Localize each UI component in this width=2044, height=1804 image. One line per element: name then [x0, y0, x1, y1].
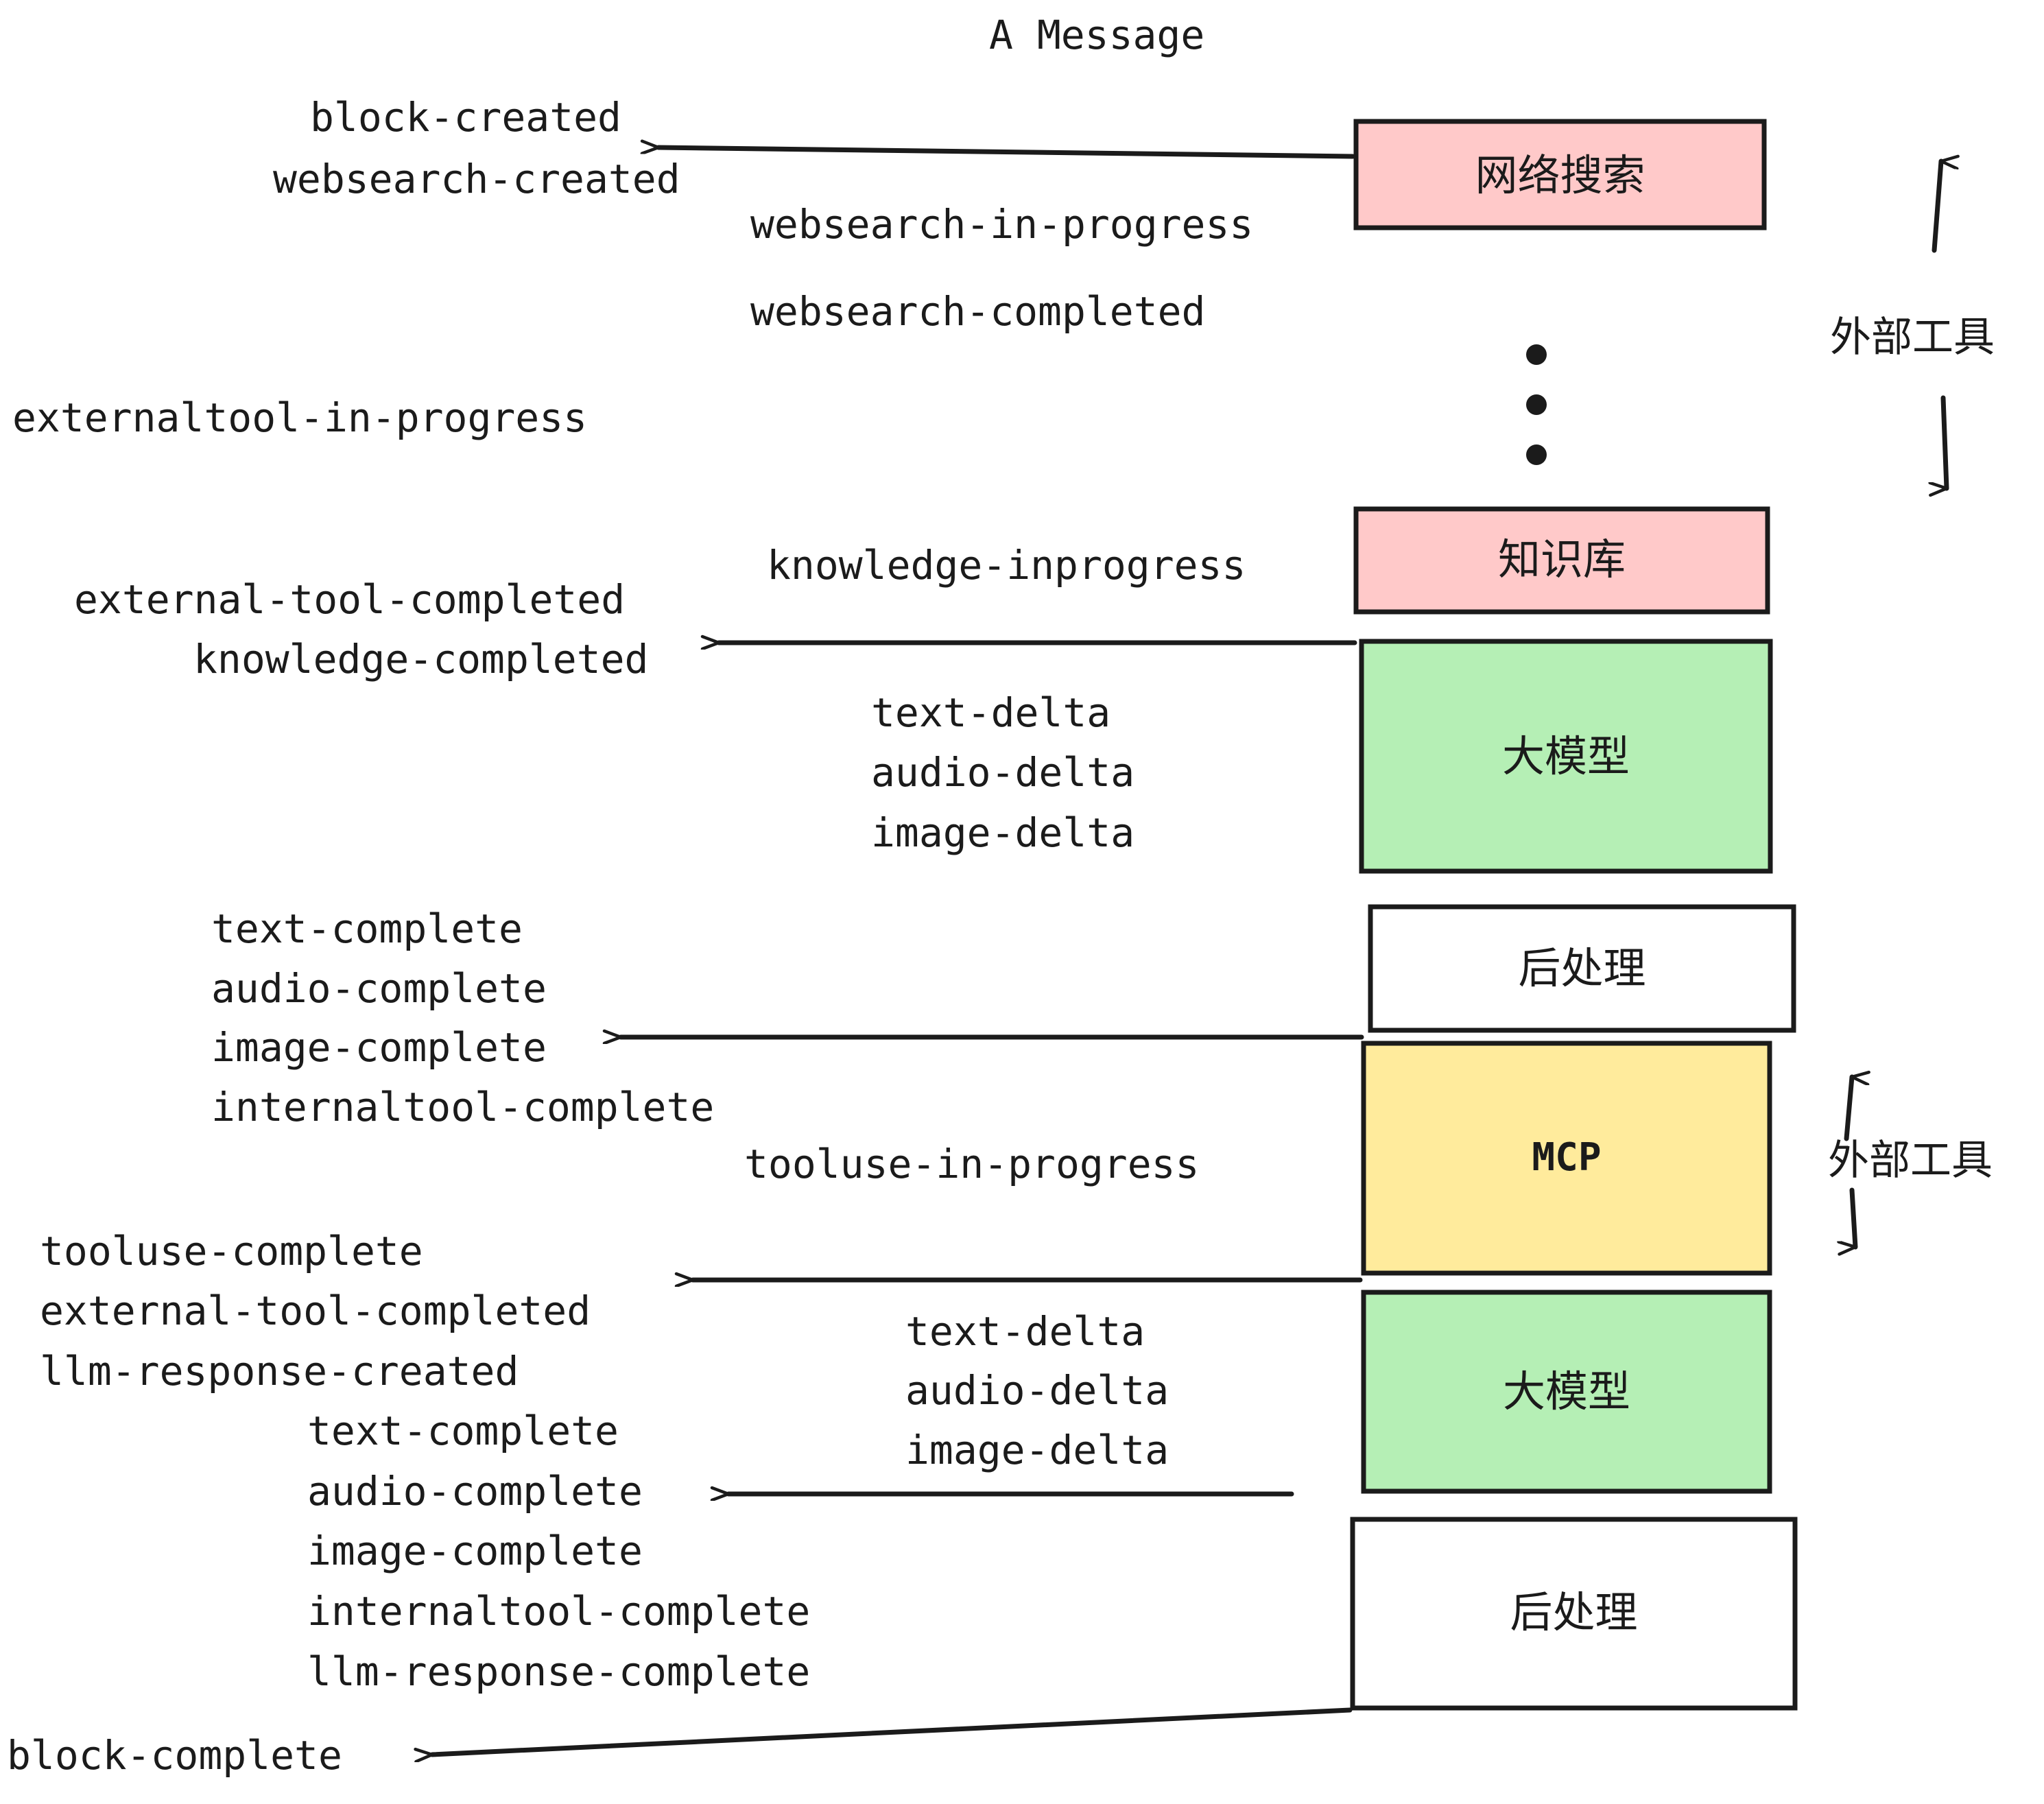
event-label-text-delta-2: text-delta — [905, 1308, 1145, 1355]
arrow-block-complete — [432, 1707, 1353, 1755]
box-label-mcp: MCP — [1532, 1135, 1602, 1180]
event-label-image-delta-2: image-delta — [905, 1427, 1169, 1473]
side-label-external-tool-upper: 外部工具 — [1830, 313, 1995, 361]
event-label-text-delta-1: text-delta — [871, 689, 1111, 736]
box-mcp — [1361, 1041, 1772, 1276]
event-label-websearch-in-progress: websearch-in-progress — [750, 201, 1254, 248]
ellipsis-dot — [1526, 394, 1547, 415]
arrow-block-created — [658, 147, 1355, 159]
box-llm-lower — [1361, 1290, 1772, 1494]
ellipsis-dot — [1526, 444, 1547, 465]
box-label-llm-upper: 大模型 — [1501, 731, 1630, 781]
event-label-knowledge-completed: knowledge-completed — [193, 636, 649, 683]
side-label-external-tool-lower: 外部工具 — [1828, 1137, 1993, 1185]
event-label-text-complete-1: text-complete — [211, 905, 523, 952]
event-label-text-complete-2: text-complete — [307, 1408, 619, 1454]
event-label-websearch-completed: websearch-completed — [750, 288, 1206, 335]
event-label-image-complete-2: image-complete — [307, 1528, 643, 1574]
event-label-internaltool-complete-2: internaltool-complete — [307, 1588, 811, 1635]
external-tool-arrow-up-lower — [1844, 1077, 1852, 1141]
box-knowledge — [1353, 506, 1770, 615]
event-label-image-delta-1: image-delta — [871, 809, 1135, 856]
event-label-llm-response-created: llm-response-created — [40, 1348, 519, 1394]
box-label-websearch: 网络搜索 — [1475, 150, 1645, 200]
box-label-postprocess-lower: 后处理 — [1510, 1587, 1638, 1637]
box-label-llm-lower: 大模型 — [1502, 1366, 1630, 1416]
external-tool-arrow-down-upper — [1943, 395, 1949, 488]
box-postprocess-upper — [1368, 904, 1796, 1033]
event-label-image-complete-1: image-complete — [211, 1024, 547, 1071]
event-label-audio-delta-1: audio-delta — [871, 749, 1135, 796]
box-postprocess-lower — [1350, 1517, 1798, 1711]
event-label-tooluse-in-progress: tooluse-in-progress — [744, 1141, 1200, 1187]
event-label-audio-complete-1: audio-complete — [211, 965, 547, 1012]
event-label-external-tool-completed-2: external-tool-completed — [40, 1287, 591, 1334]
event-label-websearch-created: websearch-created — [273, 156, 680, 202]
box-llm-upper — [1359, 639, 1773, 874]
event-label-block-complete: block-complete — [7, 1732, 342, 1779]
box-label-postprocess-upper: 后处理 — [1518, 943, 1646, 993]
event-label-knowledge-inprogress: knowledge-inprogress — [767, 542, 1246, 589]
event-label-llm-response-complete: llm-response-complete — [307, 1648, 811, 1695]
event-label-audio-complete-2: audio-complete — [307, 1468, 643, 1515]
external-tool-arrow-up-upper — [1932, 161, 1941, 253]
event-label-audio-delta-2: audio-delta — [905, 1367, 1169, 1414]
event-label-internaltool-complete-1: internaltool-complete — [211, 1084, 715, 1130]
box-websearch — [1353, 119, 1767, 230]
ellipsis-dot — [1526, 344, 1547, 365]
event-label-externaltool-in-progress: externaltool-in-progress — [12, 394, 588, 441]
event-label-block-created: block-created — [310, 94, 621, 141]
page-title: A Message — [989, 12, 1205, 58]
external-tool-arrow-down-lower — [1852, 1187, 1858, 1247]
box-label-knowledge: 知识库 — [1497, 534, 1626, 584]
event-label-tooluse-complete: tooluse-complete — [40, 1228, 423, 1274]
event-label-external-tool-completed-1: external-tool-completed — [74, 576, 626, 623]
